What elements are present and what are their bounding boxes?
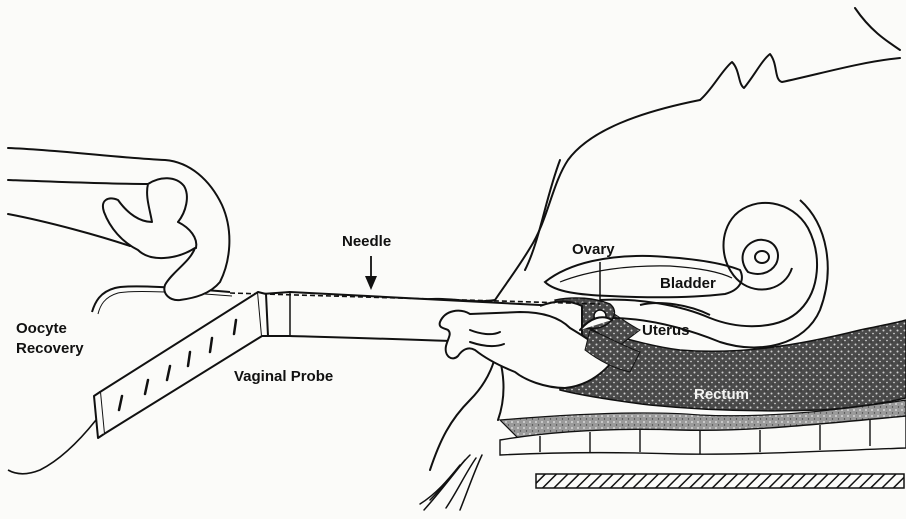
oocyte-recovery-label-line2: Recovery bbox=[16, 340, 84, 358]
oocyte-recovery-label-line1: Oocyte bbox=[16, 320, 67, 338]
needle-label: Needle bbox=[342, 233, 391, 251]
needle-arrow-head bbox=[365, 276, 377, 290]
probe-handle bbox=[94, 292, 268, 438]
left-hand bbox=[8, 148, 229, 300]
tail-tuft bbox=[420, 455, 482, 510]
uterus-label: Uterus bbox=[642, 322, 690, 340]
ovary-label: Ovary bbox=[572, 241, 615, 259]
bladder-label: Bladder bbox=[660, 275, 716, 293]
platform bbox=[536, 474, 904, 488]
probe-cable bbox=[8, 420, 96, 474]
rectum-label: Rectum bbox=[694, 386, 749, 404]
vaginal-probe-label: Vaginal Probe bbox=[234, 368, 333, 386]
